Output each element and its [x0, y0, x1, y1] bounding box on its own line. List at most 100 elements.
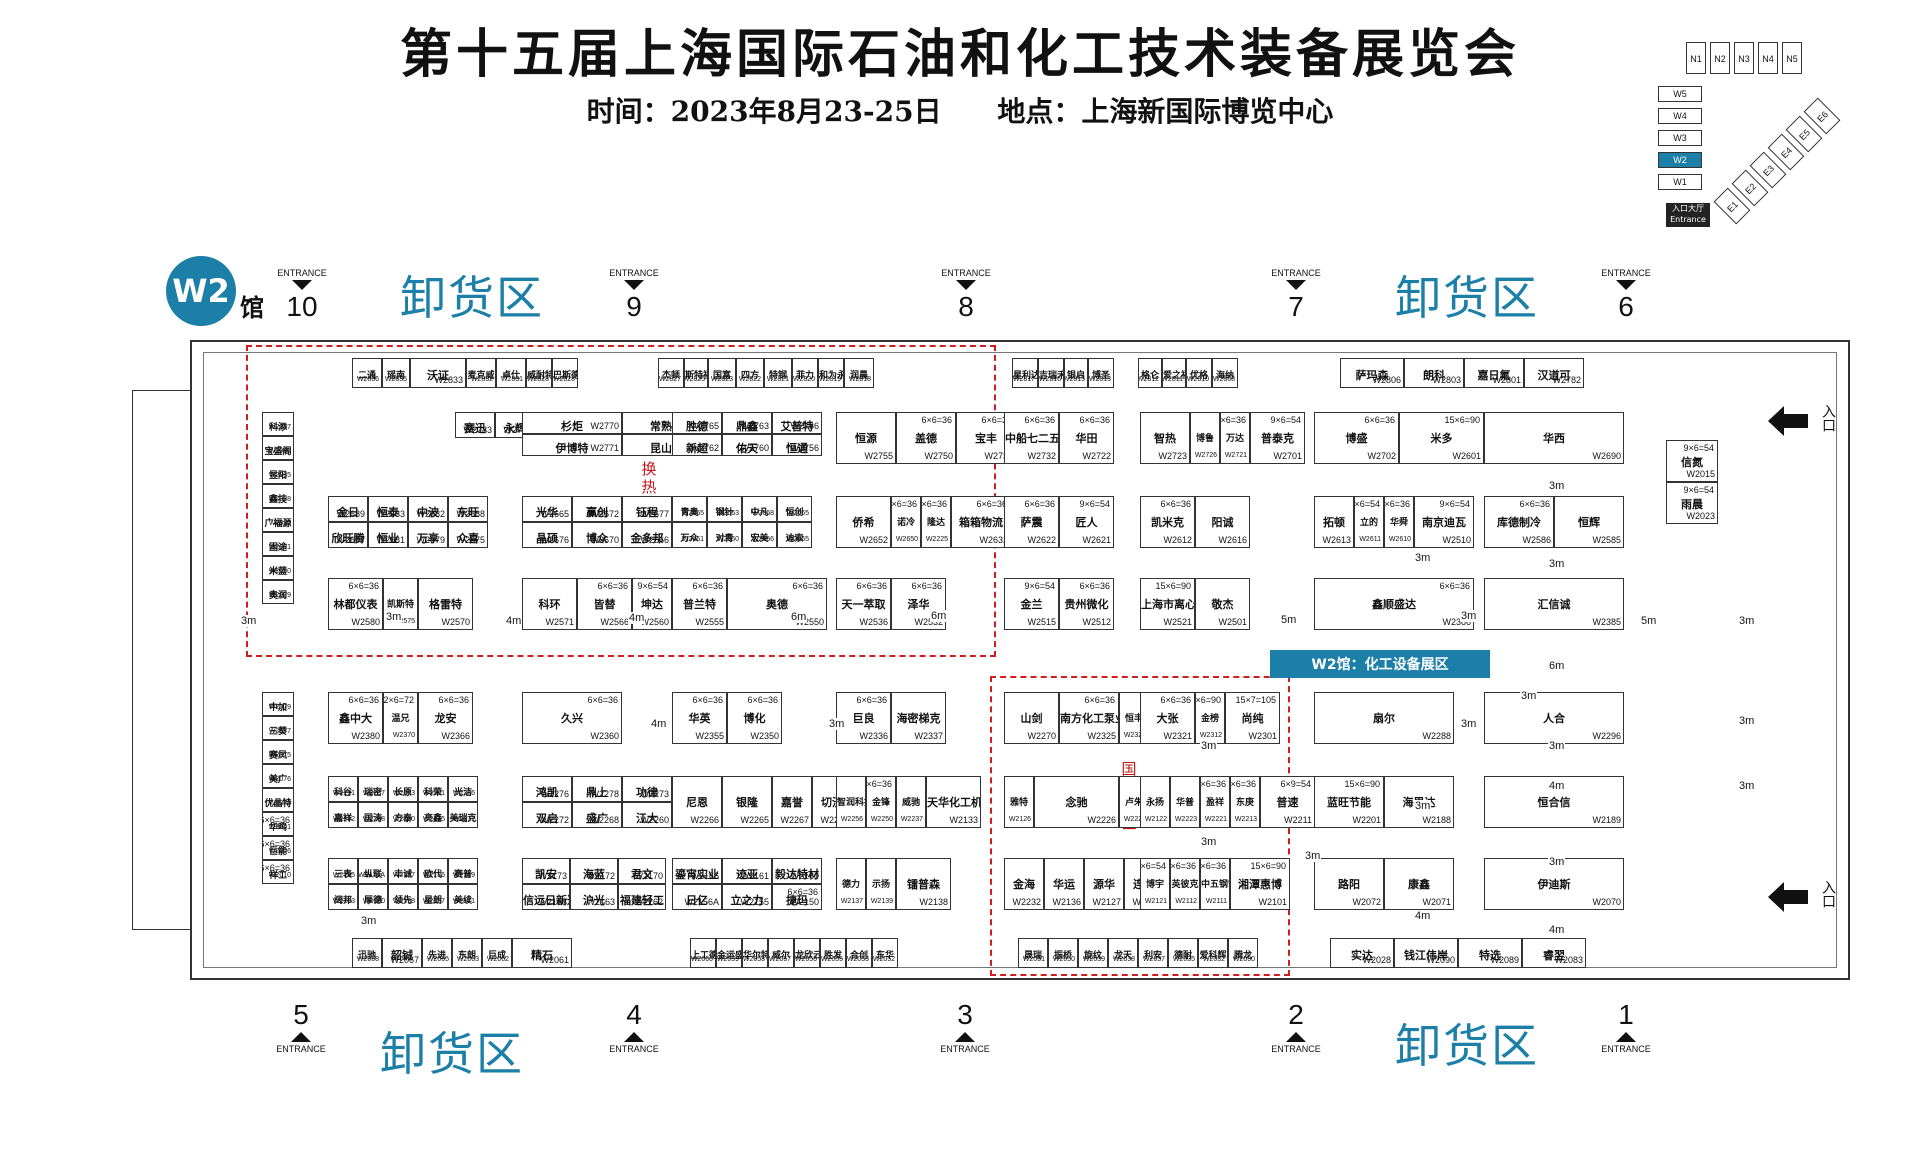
- mini-hall-w1[interactable]: W1: [1658, 174, 1702, 190]
- booth[interactable]: 爱之福W2811: [1162, 358, 1186, 388]
- booth[interactable]: 盈祥W22216×6=36: [1200, 776, 1230, 828]
- booth[interactable]: 信远日新达泵W2168: [522, 884, 570, 910]
- booth[interactable]: 温兄W237012×6=72: [383, 692, 418, 744]
- mini-hall-w5[interactable]: W5: [1658, 86, 1702, 102]
- mini-hall-n4[interactable]: N4: [1758, 42, 1778, 74]
- mini-hall-w3[interactable]: W3: [1658, 130, 1702, 146]
- booth[interactable]: 和为永泰W2819: [818, 358, 844, 388]
- mini-hall-w4[interactable]: W4: [1658, 108, 1702, 124]
- booth[interactable]: 立的W26119×6=54: [1354, 496, 1384, 548]
- booth[interactable]: 上工德康W2060: [690, 938, 716, 968]
- booth[interactable]: 诺冷W26506×6=36: [891, 496, 921, 548]
- booth[interactable]: 海思达W2188: [1384, 776, 1454, 828]
- booth[interactable]: 博宇W21219×6=54: [1140, 858, 1170, 910]
- side-entrance-north[interactable]: [1768, 404, 1828, 444]
